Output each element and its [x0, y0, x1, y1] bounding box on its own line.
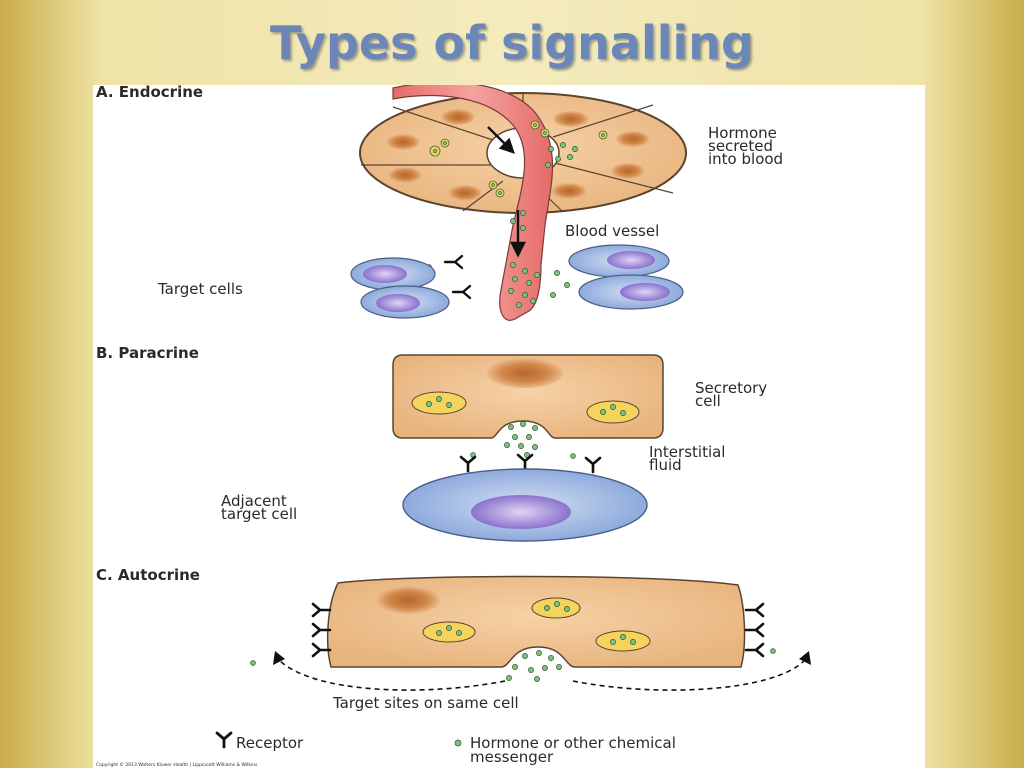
arrowhead-icon [799, 651, 811, 665]
label-hormone-secreted-1: Hormone [708, 124, 777, 142]
label-secretory-cell-2: cell [695, 392, 721, 410]
label-interstitial-fluid-2: fluid [649, 456, 682, 474]
section-autocrine-label: C. Autocrine [96, 566, 200, 584]
blood-vessel [392, 85, 554, 321]
label-target-sites: Target sites on same cell [332, 694, 519, 712]
label-adjacent-target-1: Adjacent [221, 492, 287, 510]
label-blood-vessel: Blood vessel [565, 222, 659, 240]
section-paracrine-label: B. Paracrine [96, 344, 199, 362]
section-endocrine-label: A. Endocrine [96, 85, 203, 101]
receptor-icon [443, 254, 472, 300]
autocrine-dashed-arrows [278, 659, 806, 691]
legend-receptor-label: Receptor [236, 734, 304, 752]
adjacent-target-cell [402, 468, 648, 542]
arrowhead-icon [273, 651, 285, 665]
secretory-cell [392, 354, 664, 439]
legend: Receptor Hormone or other chemical messe… [215, 731, 676, 766]
legend-receptor-icon [215, 731, 233, 749]
paracrine-messengers [426, 396, 626, 459]
receptor-icon [311, 602, 765, 658]
label-hormone-secreted-2: secreted [708, 137, 773, 155]
legend-messenger-label-2: messenger [470, 748, 554, 766]
label-adjacent-target-2: target cell [221, 505, 297, 523]
label-interstitial-fluid-1: Interstitial [649, 443, 725, 461]
copyright-notice: Copyright © 2013 Wolters Kluwer Health |… [96, 761, 258, 768]
gland-vesicles [429, 120, 608, 198]
autocrine-messengers [250, 601, 776, 682]
slide-title: Types of signalling [270, 16, 754, 70]
label-target-cells: Target cells [157, 280, 243, 298]
flow-arrow-icon [487, 126, 526, 258]
signalling-diagram: A. Endocrine [93, 85, 925, 768]
label-secretory-cell-1: Secretory [695, 379, 767, 397]
label-hormone-secreted-3: into blood [708, 150, 783, 168]
endocrine-target-cells [350, 244, 684, 319]
legend-messenger-label-1: Hormone or other chemical [470, 734, 676, 752]
receptor-icon [459, 453, 602, 474]
legend-messenger-icon [454, 739, 462, 747]
autocrine-cell [326, 575, 746, 668]
